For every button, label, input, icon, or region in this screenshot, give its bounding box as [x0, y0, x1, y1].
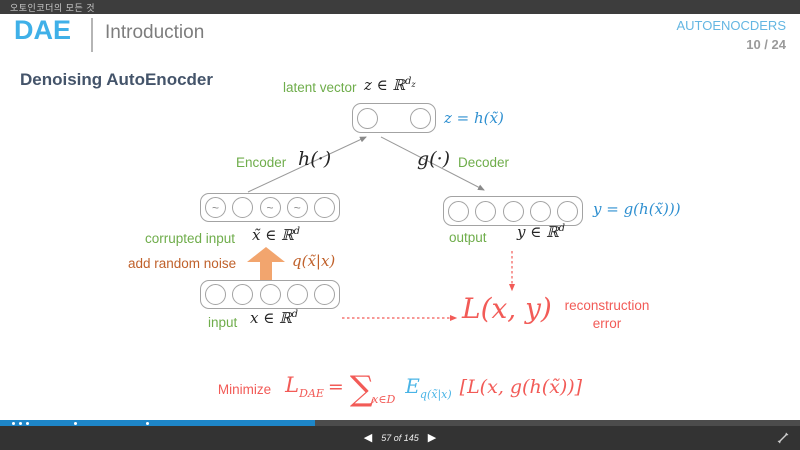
corrupted-input-math: x̃ ∈ ℝd — [252, 226, 300, 244]
neuron-circle — [410, 107, 431, 129]
neuron-circle — [448, 200, 469, 222]
neuron-circle-noisy: ~ — [286, 197, 308, 218]
slide-counter: 57 of 145 — [381, 433, 419, 443]
next-slide-button[interactable]: ▶ — [427, 431, 437, 444]
progress-marker — [12, 421, 15, 425]
deck-title: AUTOENOCDERS — [676, 18, 786, 33]
input-label: input — [208, 315, 238, 330]
neuron-circle — [529, 200, 551, 222]
previous-slide-button[interactable]: ◀ — [363, 431, 373, 444]
header-divider — [91, 18, 93, 52]
noise-tilde: ~ — [266, 200, 274, 215]
loss-symbol: LDAE — [285, 373, 324, 401]
reconstruction-error-label: reconstruction error — [564, 298, 650, 332]
progress-marker — [74, 421, 77, 425]
loss-function: L(x, y) — [462, 292, 552, 325]
output-layer — [443, 196, 583, 226]
neuron-circle-noisy: ~ — [205, 197, 226, 218]
noise-tilde: ~ — [211, 200, 219, 215]
output-equation: y = g(h(x̃))) — [593, 200, 681, 218]
equals-sign: = — [327, 376, 344, 398]
encoder-label: Encoder — [236, 155, 287, 170]
corrupted-input-label: corrupted input — [145, 231, 236, 246]
progress-marker — [19, 421, 22, 425]
add-noise-arrow — [247, 247, 285, 280]
window-title: 오토인코더의 모든 것 — [10, 2, 96, 13]
neuron-circle — [314, 197, 335, 218]
latent-equation: z = h(x̃) — [444, 109, 504, 127]
player-nav-bar: ◀ 57 of 145 ▶ — [0, 426, 800, 450]
decoder-function: g(·) — [417, 148, 451, 170]
minimize-label: Minimize — [217, 381, 272, 397]
progress-marker — [26, 421, 29, 425]
neuron-circle — [259, 284, 281, 305]
slide-title: Denoising AutoEnocder — [20, 70, 213, 89]
neuron-circle — [502, 200, 524, 222]
neuron-circle — [205, 284, 226, 305]
seek-bar[interactable] — [0, 420, 800, 426]
page-indicator: 10 / 24 — [746, 37, 786, 52]
progress-marker — [146, 421, 149, 425]
neuron-circle — [314, 284, 335, 305]
neuron-circle — [557, 200, 578, 222]
neuron-circle — [232, 197, 254, 218]
latent-dim-math: z ∈ ℝdz — [364, 76, 416, 94]
slide-logo: DAE — [14, 15, 72, 45]
input-layer — [200, 280, 340, 309]
fullscreen-button[interactable] — [776, 431, 790, 445]
output-math: y ∈ ℝd — [517, 223, 565, 241]
corrupted-input-layer: ~ ~ ~ — [200, 193, 340, 222]
decoder-label: Decoder — [458, 155, 510, 170]
section-title: Introduction — [105, 22, 205, 43]
seek-bar-fill — [0, 420, 316, 426]
loss-bracket-term: [L(x, g(h(x̃))] — [459, 376, 583, 398]
expectation-symbol: Eq(x̃|x) — [405, 373, 452, 401]
add-noise-label: add random noise — [128, 256, 237, 271]
neuron-circle — [286, 284, 308, 305]
dae-objective-formula: Minimize LDAE = ∑ x∈D Eq(x̃|x) [L(x, g(h… — [0, 369, 800, 409]
window-title-bar: 오토인코더의 모든 것 — [0, 0, 800, 14]
neuron-circle-noisy: ~ — [259, 197, 281, 218]
latent-layer — [352, 103, 436, 133]
summation-subscript: x∈D — [372, 392, 396, 406]
summation-symbol: ∑ — [349, 369, 375, 409]
latent-vector-label: latent vector — [283, 80, 357, 95]
noise-tilde: ~ — [293, 200, 301, 215]
neuron-circle — [475, 200, 497, 222]
neuron-circle — [357, 107, 378, 129]
neuron-circle — [232, 284, 254, 305]
encoder-function: h(·) — [298, 148, 332, 170]
noise-distribution: q(x̃|x) — [292, 252, 336, 270]
output-label: output — [449, 230, 487, 245]
input-math: x ∈ ℝd — [250, 309, 298, 327]
